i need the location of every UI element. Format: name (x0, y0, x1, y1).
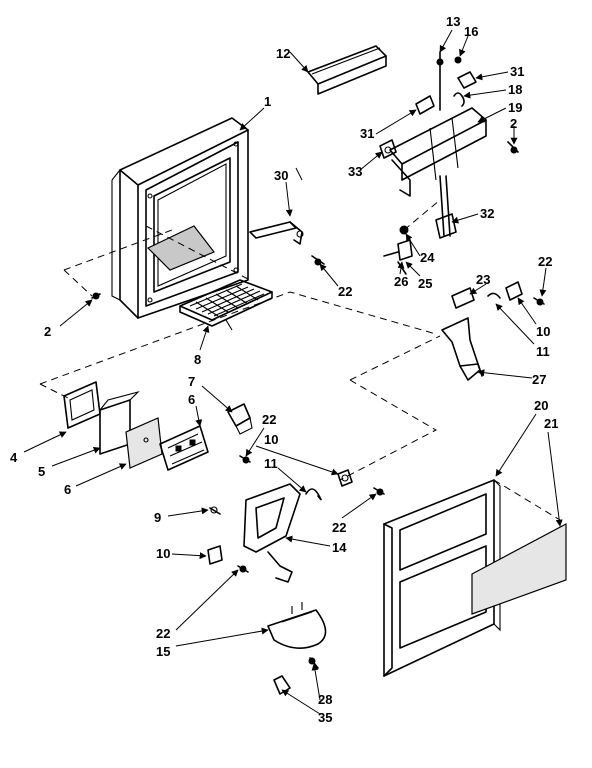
callout-19: 19 (508, 100, 522, 115)
part-7-switch (227, 403, 253, 435)
part-2-screw-left (91, 292, 101, 300)
part-6-switch-plate (125, 417, 163, 469)
part-23-actuator (451, 287, 501, 309)
callout-2a: 2 (44, 324, 51, 339)
part-22-screw-lower-left (237, 565, 249, 573)
part-22-screw-mid-left (239, 455, 251, 464)
part-32-linkage (435, 175, 457, 239)
part-31-clip-upper (457, 71, 477, 89)
part-12-trim-strip (307, 45, 387, 95)
callout-7: 7 (188, 374, 195, 389)
part-10-bushing-lower (337, 469, 353, 487)
part-30-actuator-arm (249, 221, 304, 245)
part-10-bushing-left (207, 545, 223, 565)
callout-14: 14 (332, 540, 347, 555)
callout-22e: 22 (538, 254, 552, 269)
part-6-mounting-bracket (159, 425, 209, 471)
part-4-light-lens (63, 381, 101, 429)
callout-10b: 10 (156, 546, 170, 561)
part-13-screw (436, 51, 444, 111)
callout-10a: 10 (264, 432, 278, 447)
part-31-clip-left (415, 95, 435, 115)
callout-20: 20 (534, 398, 548, 413)
callout-35: 35 (318, 710, 332, 725)
callout-27: 27 (532, 372, 546, 387)
callout-23: 23 (476, 272, 490, 287)
callout-6b: 6 (64, 482, 71, 497)
part-27-lever (441, 317, 483, 381)
part-9-pin (209, 506, 221, 515)
callout-18: 18 (508, 82, 522, 97)
part-35-clip (273, 675, 291, 695)
part-18-spring (453, 92, 465, 107)
callout-15: 15 (156, 644, 170, 659)
part-28-screw-bottom (308, 657, 319, 669)
callout-11b: 11 (536, 344, 550, 359)
callout-22d: 22 (156, 626, 170, 641)
callout-33: 33 (348, 164, 362, 179)
callout-25: 25 (418, 276, 432, 291)
part-21-door-panel (471, 523, 567, 615)
alignment-lines (39, 199, 561, 521)
callout-6a: 6 (188, 392, 195, 407)
part-1-dispenser-housing (111, 117, 249, 319)
callout-26: 26 (394, 274, 408, 289)
part-22-screw-lower-right (373, 487, 385, 496)
callout-22c: 22 (332, 520, 346, 535)
callout-8: 8 (194, 352, 201, 367)
callout-11a: 11 (264, 456, 278, 471)
callout-21: 21 (544, 416, 558, 431)
part-14-lever-arm (243, 483, 301, 583)
callout-22b: 22 (262, 412, 276, 427)
part-15-dispenser-cup (267, 602, 327, 649)
callout-4: 4 (10, 450, 18, 465)
callout-1: 1 (264, 94, 271, 109)
part-10-bushing-right (505, 281, 523, 301)
part-2-screw-right (507, 141, 519, 154)
callout-16: 16 (464, 24, 478, 39)
callout-labels: 12 1 30 22 2 8 7 6 4 5 6 22 10 11 9 22 1… (10, 14, 558, 725)
callout-22a: 22 (338, 284, 352, 299)
part-11-spring-lower (305, 488, 322, 501)
callout-32: 32 (480, 206, 494, 221)
part-8-drip-grille (179, 279, 273, 331)
callout-9: 9 (154, 510, 161, 525)
leader-lines (23, 29, 563, 715)
callout-30: 30 (274, 168, 288, 183)
callout-10c: 10 (536, 324, 550, 339)
callout-12: 12 (276, 46, 290, 61)
callout-31b: 31 (360, 126, 374, 141)
callout-5: 5 (38, 464, 45, 479)
callout-28: 28 (318, 692, 332, 707)
callout-13: 13 (446, 14, 460, 29)
part-22-screw-upper (311, 255, 325, 266)
part-16-screw (454, 56, 462, 64)
callout-31a: 31 (510, 64, 524, 79)
part-33-solenoid (379, 139, 397, 159)
callout-24: 24 (420, 250, 435, 265)
callout-2b: 2 (510, 116, 517, 131)
part-19-mounting-bracket (389, 107, 487, 197)
part-24-26-25-pin-assembly (383, 225, 413, 275)
part-20-dispenser-door (383, 479, 501, 677)
part-22-screw-right (533, 297, 545, 306)
